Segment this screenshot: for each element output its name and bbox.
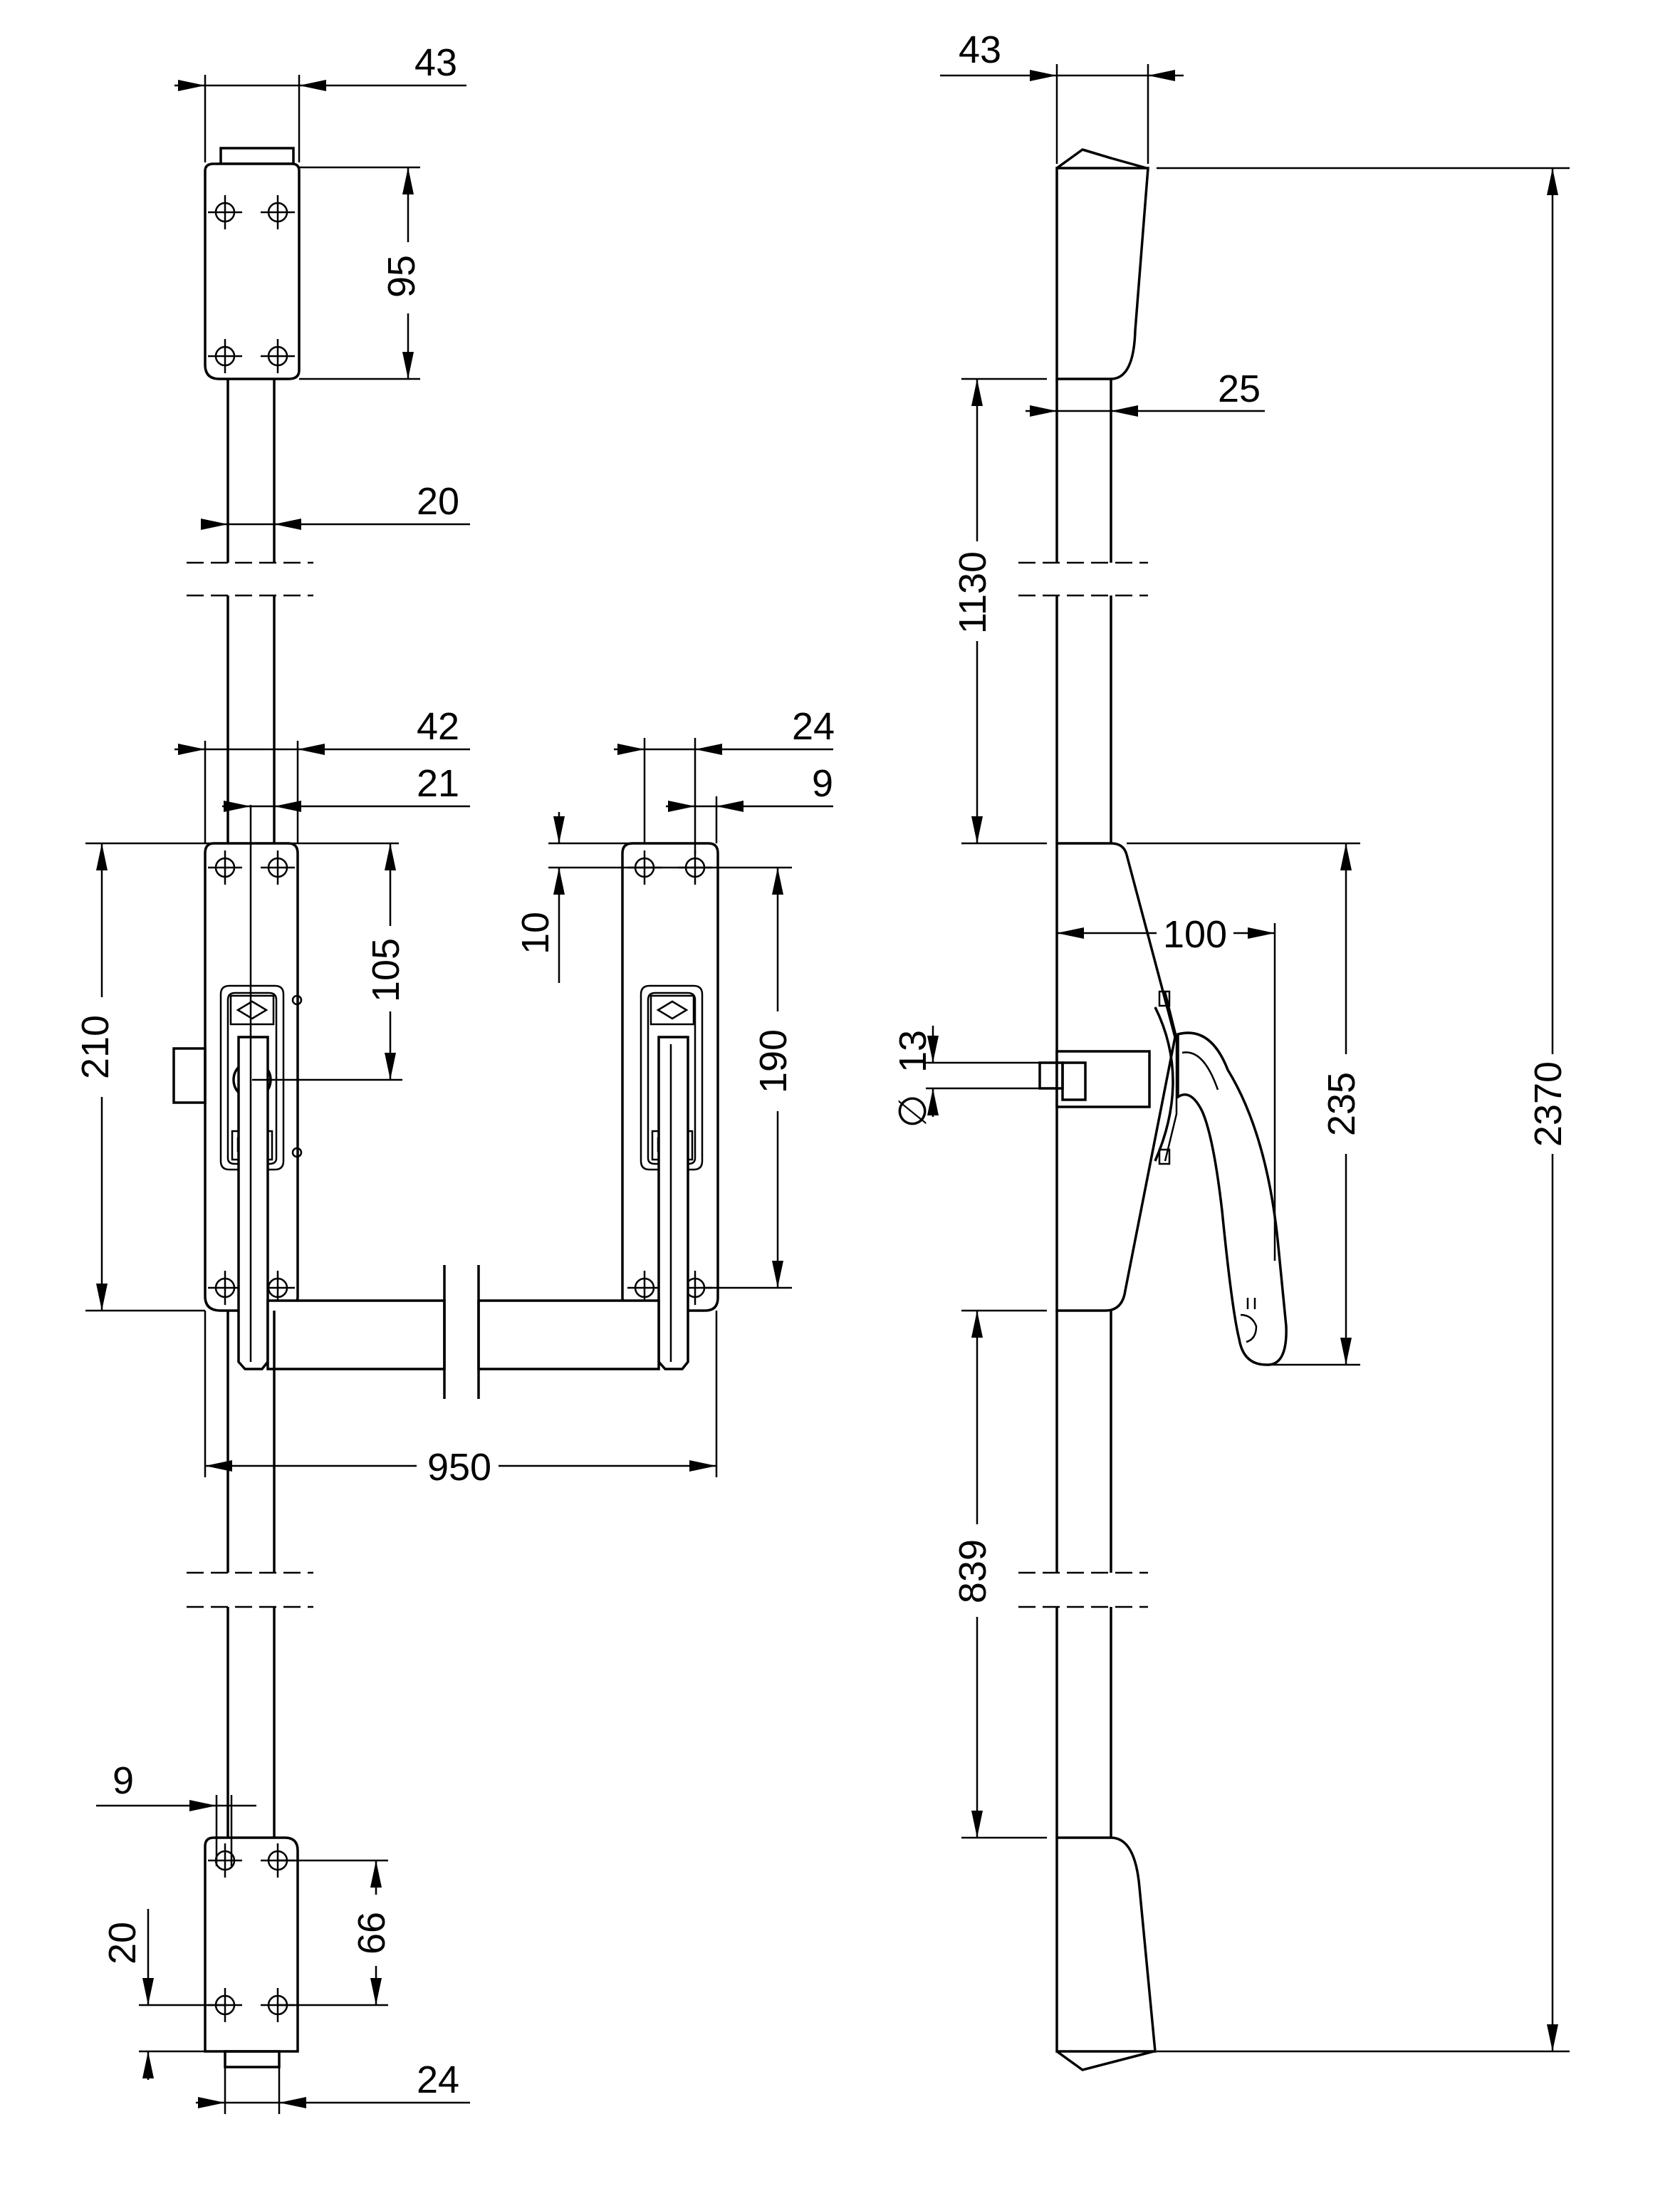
side-upper-rod [1018,379,1148,843]
dim-bottom-hole-offset: 9 [113,1759,134,1802]
dim-body-height: 210 [74,1015,117,1079]
dim-rod-offset: 21 [417,762,459,805]
dim-right-hole-offset: 9 [812,762,833,805]
side-lower-rod [1018,1311,1148,1838]
dim-bottom-end: 20 [101,1922,144,1964]
front-dimension-lines [85,75,833,2114]
dim-side-width: 43 [959,28,1001,71]
top-keeper [204,147,301,380]
dim-top-keeper-height: 95 [380,255,423,298]
dim-top-keeper-width: 43 [414,41,457,84]
dim-bottom-rod-width: 24 [417,2059,459,2101]
dim-upper-rod-length: 1130 [951,551,994,634]
dim-spindle-diameter-symbol: ∅ [892,1094,934,1128]
dim-handle-projection: 100 [1163,913,1227,956]
side-dimension-labels: 43 25 2370 1130 235 100 ∅ 13 839 [892,28,1570,1603]
dim-right-plate-holes: 190 [752,1029,795,1093]
dim-bar-length: 950 [427,1446,491,1489]
right-plate [621,842,719,1370]
side-lock-body [1038,842,1288,1366]
dim-spindle-diameter: 13 [892,1030,934,1073]
dim-body-width: 42 [417,705,459,748]
push-bar [266,1265,660,1399]
front-view: 43 95 20 42 21 210 105 24 9 10 190 950 9… [74,41,835,2114]
dim-right-plate-width: 24 [792,705,835,748]
side-bottom-keeper [1055,1836,1157,2071]
dim-right-hole-top: 10 [514,912,557,954]
front-dimension-labels: 43 95 20 42 21 210 105 24 9 10 190 950 9… [74,41,835,2101]
dim-side-rod-width: 25 [1218,368,1261,410]
side-dimension-lines [926,64,1570,2053]
lock-body [172,805,303,1370]
dim-handle-height: 235 [1320,1072,1363,1136]
lower-rod [187,1311,313,1838]
dim-bottom-keeper-height: 66 [350,1912,393,1955]
dim-cylinder-offset: 105 [365,938,407,1002]
dim-total-height: 2370 [1527,1061,1570,1147]
dim-lower-rod-length: 839 [951,1539,994,1603]
bottom-keeper [204,1836,299,2068]
side-top-keeper [1055,148,1149,380]
dim-rod-width-top: 20 [417,480,459,523]
side-view: 43 25 2370 1130 235 100 ∅ 13 839 [892,28,1570,2071]
